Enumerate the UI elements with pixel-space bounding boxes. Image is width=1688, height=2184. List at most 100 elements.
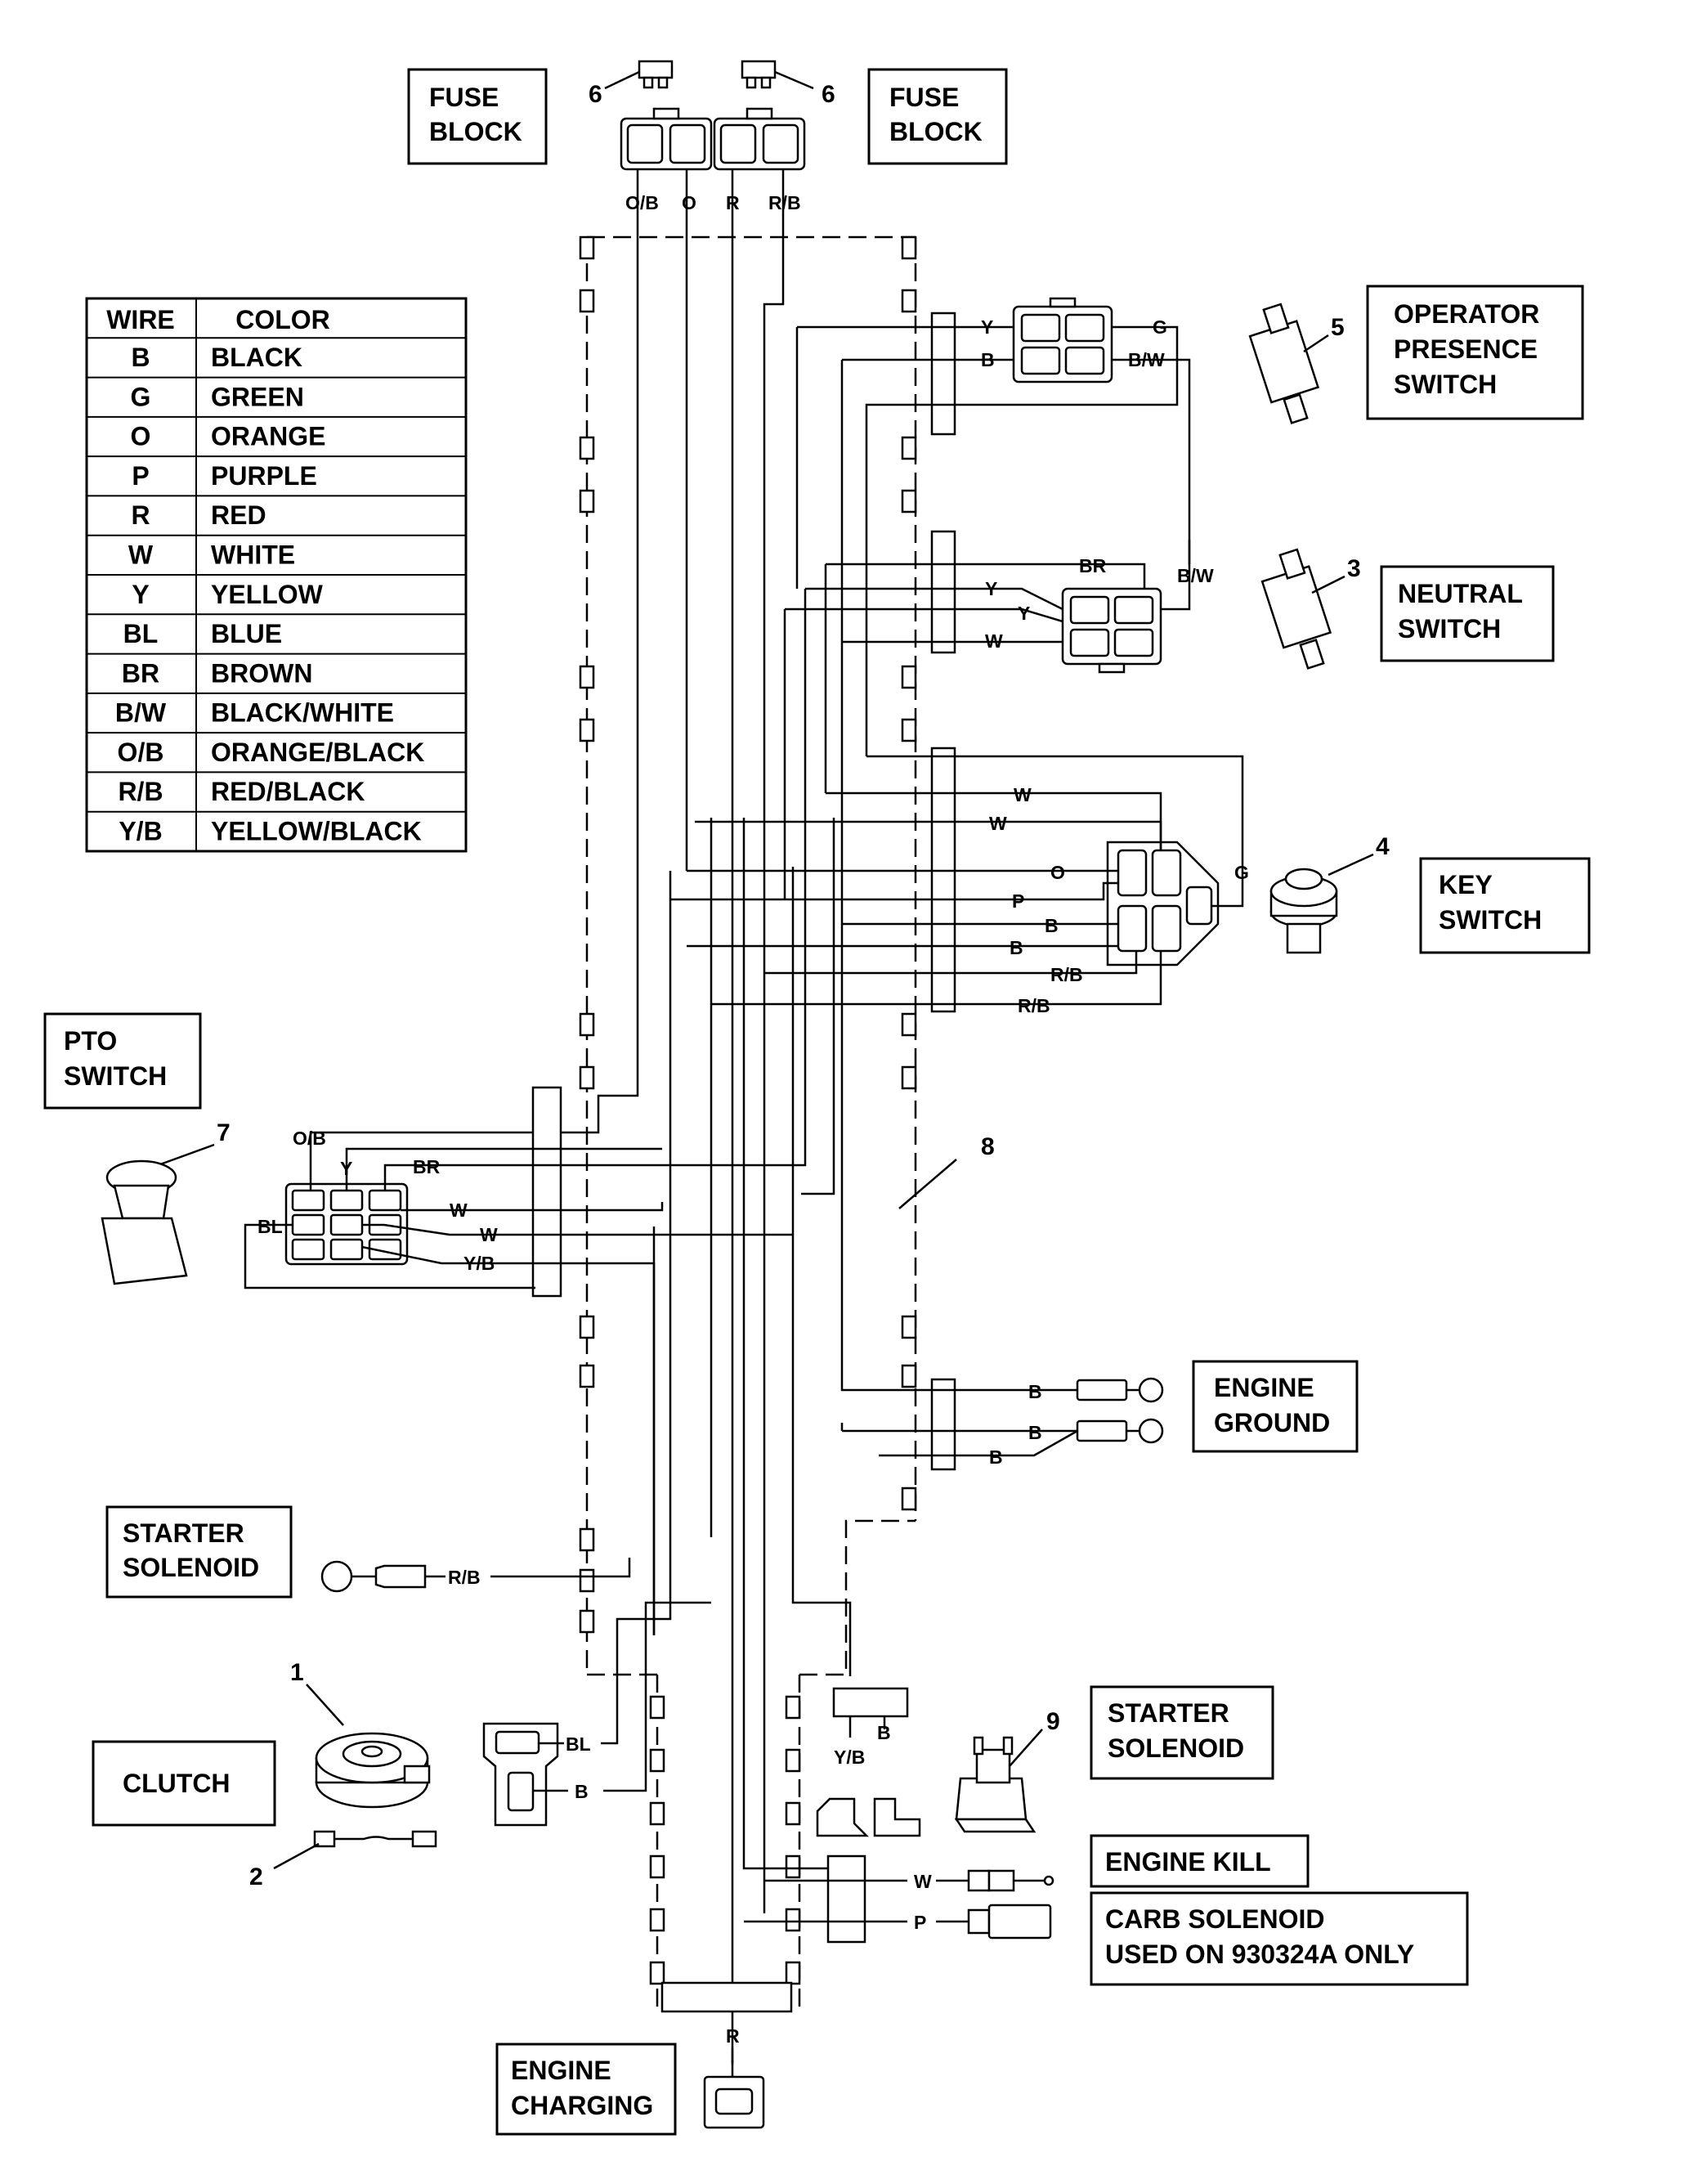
neutral-switch-label: NEUTRAL SWITCH — [1380, 565, 1555, 662]
key-inline-clip — [930, 747, 956, 1013]
starter-left-line2: SOLENOID — [123, 1553, 259, 1582]
wire-label: W — [914, 1871, 932, 1892]
operator-line3: SWITCH — [1394, 370, 1497, 399]
wire-label: Y/B — [463, 1253, 495, 1274]
pto-switch-label: PTO SWITCH — [43, 1012, 202, 1110]
wire-label: B — [981, 349, 995, 370]
wire-label: BL — [566, 1733, 591, 1755]
harness-clip — [785, 1748, 801, 1773]
callout-pto: 7 — [217, 1119, 231, 1146]
ground-inline-clip — [930, 1378, 956, 1471]
harness-clip — [901, 1012, 917, 1037]
ground-line2: GROUND — [1214, 1408, 1330, 1437]
wire-label: W — [985, 630, 1003, 652]
engine-kill-line1: ENGINE KILL — [1105, 1847, 1271, 1877]
callout-clutch: 1 — [290, 1659, 304, 1686]
fuse-block-right: FUSE BLOCK — [867, 68, 1008, 165]
ground-wires — [840, 818, 1078, 1457]
wire-label: W — [450, 1200, 468, 1221]
carb-solenoid-label: CARB SOLENOID USED ON 930324A ONLY — [1090, 1891, 1469, 1986]
wire-label: B — [1045, 915, 1059, 936]
starter-inline-clip — [832, 1687, 909, 1718]
operator-switch-icon — [1248, 303, 1320, 424]
legend-color: PURPLE — [211, 461, 317, 491]
harness-clip — [649, 1748, 665, 1773]
ground-terminal-2 — [1076, 1418, 1164, 1444]
legend-header-color: COLOR — [235, 305, 330, 334]
legend-code: Y — [132, 580, 149, 609]
operator-wires — [795, 325, 1191, 818]
wire-label: P — [1012, 890, 1024, 912]
wire-label: W — [1014, 784, 1032, 805]
starter-solenoid-right-label: STARTER SOLENOID — [1090, 1685, 1274, 1780]
legend-code: R/B — [118, 777, 163, 806]
harness-clip — [579, 1609, 595, 1634]
callout-operator: 5 — [1331, 314, 1345, 341]
neutral-switch-icon — [1260, 548, 1332, 670]
harness-clip — [649, 1801, 665, 1826]
wire-label: O/B — [293, 1128, 326, 1149]
wire-label: B — [877, 1722, 891, 1743]
harness-clip — [785, 1908, 801, 1932]
fuse-left-line1: FUSE — [429, 83, 499, 112]
legend-color: BLUE — [211, 619, 282, 648]
wire-label: P — [914, 1912, 926, 1933]
kill-inline-clip — [826, 1854, 866, 1944]
wire-label: O — [1050, 862, 1065, 883]
harness-clip — [579, 665, 595, 689]
legend-code: BR — [122, 658, 159, 688]
harness-clip — [785, 1854, 801, 1879]
harness-clip — [649, 1908, 665, 1932]
harness-clip — [579, 289, 595, 313]
legend-color: WHITE — [211, 540, 295, 569]
neutral-connector — [1061, 587, 1162, 674]
starter-right-line2: SOLENOID — [1108, 1733, 1244, 1763]
harness-clip — [649, 1854, 665, 1879]
carb-line1: CARB SOLENOID — [1105, 1904, 1324, 1934]
engine-ground-label: ENGINE GROUND — [1192, 1360, 1359, 1453]
legend-code: G — [131, 382, 151, 411]
fuse-left-line2: BLOCK — [429, 117, 522, 146]
callout-starter-solenoid: 9 — [1046, 1708, 1060, 1735]
legend-code: BL — [123, 619, 159, 648]
legend-color: GREEN — [211, 382, 304, 411]
carb-line2: USED ON 930324A ONLY — [1105, 1940, 1414, 1969]
legend-code: P — [132, 461, 149, 491]
carb-terminal — [967, 1904, 1052, 1940]
legend-code: O/B — [118, 738, 164, 767]
fuse-connector-right — [713, 107, 806, 171]
key-switch-icon — [1269, 868, 1338, 954]
legend-code: O — [131, 422, 151, 451]
key-line2: SWITCH — [1439, 905, 1542, 935]
legend-color: YELLOW/BLACK — [211, 816, 422, 845]
starter-solenoid-icon — [954, 1736, 1037, 1833]
wire-label: R/B — [448, 1567, 481, 1588]
wire-label: O — [682, 192, 696, 213]
legend-code: B/W — [115, 698, 167, 728]
fuse-connector-left — [620, 107, 713, 171]
harness-clip — [901, 436, 917, 460]
legend-color: BROWN — [211, 658, 312, 688]
engine-kill-label: ENGINE KILL — [1090, 1834, 1310, 1888]
wire-label: Y — [1018, 603, 1030, 624]
charging-line1: ENGINE — [511, 2056, 611, 2085]
wire-label: B — [1010, 937, 1023, 958]
wire-label: Y — [981, 316, 993, 338]
pto-switch-icon — [101, 1159, 188, 1285]
harness-clip — [901, 289, 917, 313]
harness-clip — [901, 718, 917, 742]
wire-label: B — [1028, 1422, 1042, 1443]
wire-label: R/B — [1050, 964, 1083, 985]
harness-clip — [579, 489, 595, 513]
clutch-line1: CLUTCH — [123, 1769, 231, 1798]
pto-wires — [244, 818, 835, 1635]
charging-connector — [703, 2075, 765, 2129]
pto-line1: PTO — [64, 1026, 117, 1056]
key-wires — [670, 564, 1244, 1006]
ground-line1: ENGINE — [1214, 1373, 1314, 1402]
harness-clip — [649, 1695, 665, 1720]
legend-color: ORANGE — [211, 422, 325, 451]
harness-clip — [901, 489, 917, 513]
